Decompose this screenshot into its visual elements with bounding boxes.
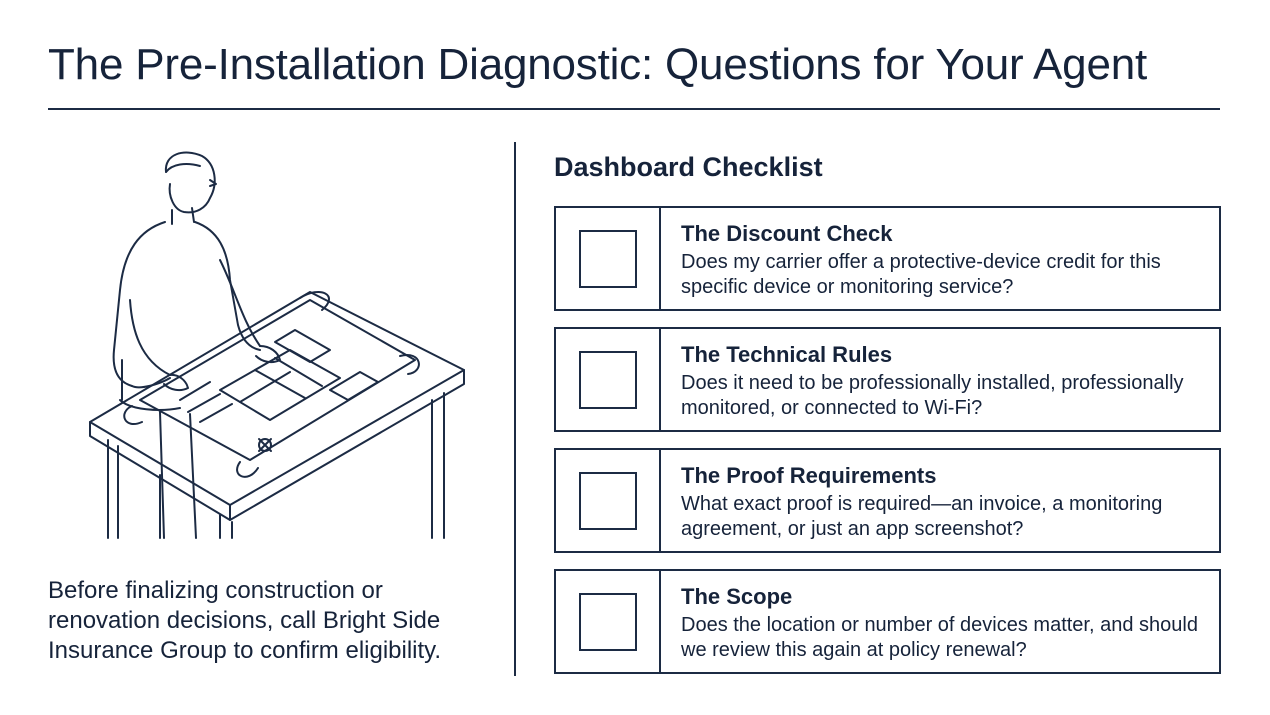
checklist-title: Dashboard Checklist (554, 152, 823, 182)
checklist-item-title: The Discount Check (681, 221, 893, 246)
checklist-item-proof-requirements: The Proof Requirements What exact proof … (554, 448, 1221, 553)
checklist-item-title: The Scope (681, 584, 793, 609)
checklist: The Discount Check Does my carrier offer… (554, 206, 1221, 674)
checkbox-cell (556, 571, 661, 672)
checklist-item-description: Does my carrier offer a protective-devic… (681, 251, 1161, 298)
checkbox-cell (556, 208, 661, 309)
checkbox[interactable] (578, 592, 637, 651)
checklist-item-text: The Proof Requirements What exact proof … (661, 450, 1219, 551)
checkbox[interactable] (578, 229, 637, 288)
checkbox[interactable] (578, 471, 637, 530)
person-reviewing-blueprint-icon (60, 150, 490, 550)
footnote-text: Before finalizing construction or renova… (48, 577, 442, 664)
checkbox-cell (556, 450, 661, 551)
checklist-item-description: What exact proof is required—an invoice,… (681, 493, 1163, 540)
column-divider (514, 142, 516, 676)
checklist-item-description: Does it need to be professionally instal… (681, 372, 1184, 419)
checklist-item-title: The Technical Rules (681, 342, 893, 367)
checklist-item-text: The Scope Does the location or number of… (661, 571, 1219, 672)
checklist-item-scope: The Scope Does the location or number of… (554, 569, 1221, 674)
checkbox-cell (556, 329, 661, 430)
checklist-item-discount-check: The Discount Check Does my carrier offer… (554, 206, 1221, 311)
checklist-item-description: Does the location or number of devices m… (681, 614, 1198, 661)
checklist-item-technical-rules: The Technical Rules Does it need to be p… (554, 327, 1221, 432)
checklist-item-text: The Discount Check Does my carrier offer… (661, 208, 1219, 309)
title-divider (48, 108, 1220, 110)
page-title: The Pre-Installation Diagnostic: Questio… (48, 40, 1148, 89)
checklist-item-text: The Technical Rules Does it need to be p… (661, 329, 1219, 430)
checkbox[interactable] (578, 350, 637, 409)
checklist-item-title: The Proof Requirements (681, 463, 937, 488)
